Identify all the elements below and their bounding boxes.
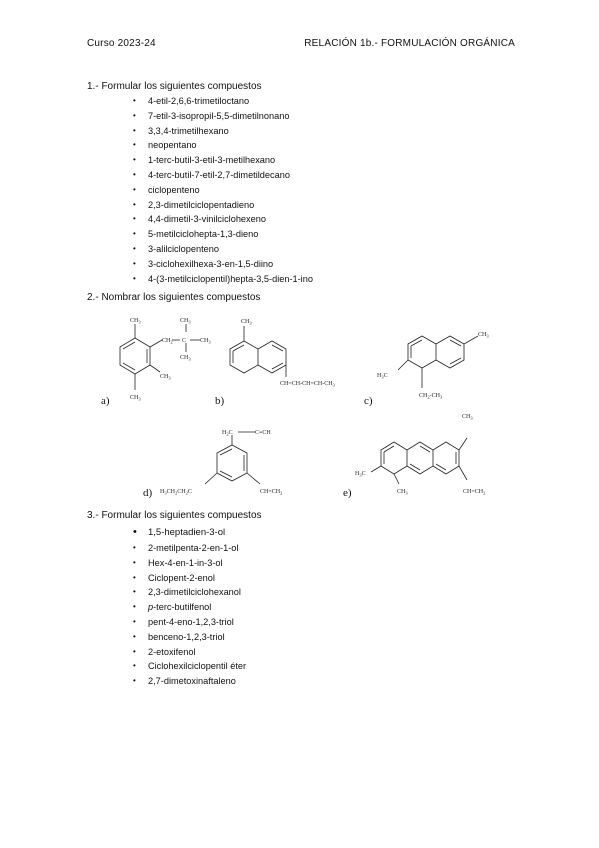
section-1-list: 4-etil-2,6,6-trimetiloctano 7-etil-3-iso… <box>133 94 313 286</box>
list-item: 2-metilpenta-2-en-1-ol <box>133 541 246 556</box>
structure-b: CH3​ CH=CH-CH=CH-CH3​ <box>229 319 336 388</box>
label-a: a) <box>101 395 110 407</box>
structure-a: CH3​ CH2​ C CH3​ CH3​ CH3​ CH3​ CH3​ <box>119 318 211 402</box>
list-item: 1-terc-butil-3-etil-3-metilhexano <box>133 153 313 168</box>
list-item-text: -terc-butilfenol <box>153 602 212 613</box>
list-item: 3-ciclohexilhexa-3-en-1,5-diino <box>133 257 313 272</box>
list-item: ciclopenteno <box>133 183 313 198</box>
list-item: 7-etil-3-isopropil-5,5-dimetilnonano <box>133 109 313 124</box>
list-item: Hex-4-en-1-in-3-ol <box>133 556 246 571</box>
ch3-ring-label: CH3​ <box>160 374 171 381</box>
h3c-label: H3​C <box>377 373 388 380</box>
list-item: 2-etoxifenol <box>133 645 246 660</box>
list-item: 2,3-dimetilciclohexanol <box>133 585 246 600</box>
header-course: Curso 2023-24 <box>87 38 156 49</box>
label-b: b) <box>215 395 225 407</box>
list-item-p-terc-butilfenol: p-terc-butilfenol <box>133 600 246 615</box>
list-item: 4-terc-butil-7-etil-2,7-dimetildecano <box>133 168 313 183</box>
list-item: 3-alilciclopenteno <box>133 242 313 257</box>
label-e: e) <box>343 487 352 499</box>
list-item: Ciclopent-2-enol <box>133 571 246 586</box>
c-label: C <box>182 338 186 344</box>
ch3-label: CH3​ <box>180 355 191 362</box>
h3c-label: H3​C <box>355 471 366 478</box>
ch3-label: CH3​ <box>200 338 211 345</box>
section-3-list: 1,5-heptadien-3-ol 2-metilpenta-2-en-1-o… <box>133 524 246 689</box>
ch3-bottom-label: CH3​ <box>130 395 141 402</box>
section-2-title: 2.- Nombrar los siguientes compuestos <box>87 292 261 303</box>
section-1-title: 1.- Formular los siguientes compuestos <box>87 81 262 92</box>
ch3-label: CH3​ <box>241 319 252 326</box>
alkyne-label: C≡CH <box>255 430 271 436</box>
list-item: pent-4-eno-1,2,3-triol <box>133 615 246 630</box>
h2c-label: H2​C <box>222 430 233 437</box>
side-chain-label: CH=CH-CH=CH-CH3​ <box>280 381 336 388</box>
list-item: 3,3,4-trimetilhexano <box>133 124 313 139</box>
list-item: Ciclohexilciclopentil éter <box>133 659 246 674</box>
ch3-top-label: CH3​ <box>130 318 141 325</box>
propyl-label: H3​CH2​CH2​C <box>160 489 192 496</box>
list-item: 2,3-dimetilciclopentadieno <box>133 198 313 213</box>
list-item: 4,4-dimetil-3-vinilciclohexeno <box>133 212 313 227</box>
ch3-label: CH3​ <box>180 318 191 325</box>
ch3-bottom-label: CH3​ <box>397 489 408 496</box>
ethyl-label: CH2​-CH3​ <box>419 393 443 400</box>
list-item: 1,5-heptadien-3-ol <box>133 524 246 541</box>
vinyl-label: CH=CH2​ <box>463 489 485 496</box>
list-item: 4-etil-2,6,6-trimetiloctano <box>133 94 313 109</box>
structure-d: H2​C C≡CH H3​CH2​CH2​C CH=CH2​ <box>160 430 282 496</box>
list-item: 4-(3-metilciclopentil)hepta-3,5-dien-1-i… <box>133 272 313 287</box>
para-prefix: p <box>148 602 154 613</box>
structure-c: CH3​ H3​C CH2​-CH3​ <box>377 332 489 400</box>
header-title: RELACIÓN 1b.- FORMULACIÓN ORGÁNICA <box>304 38 515 49</box>
label-c: c) <box>364 395 373 407</box>
ch2-label: CH2​ <box>162 338 173 345</box>
ch3-label: CH3​ <box>478 332 489 339</box>
label-d: d) <box>143 487 153 499</box>
ch3-top-label: CH3​ <box>462 414 473 421</box>
list-item: 2,7-dimetoxinaftaleno <box>133 674 246 689</box>
structure-e: CH3​ H3​C CH3​ CH=CH2​ <box>355 414 485 496</box>
list-item: neopentano <box>133 138 313 153</box>
section-3-title: 3.- Formular los siguientes compuestos <box>87 510 262 521</box>
list-item: 5-metilciclohepta-1,3-dieno <box>133 227 313 242</box>
vinyl-label: CH=CH2​ <box>260 489 282 496</box>
list-item: benceno-1,2,3-triol <box>133 630 246 645</box>
